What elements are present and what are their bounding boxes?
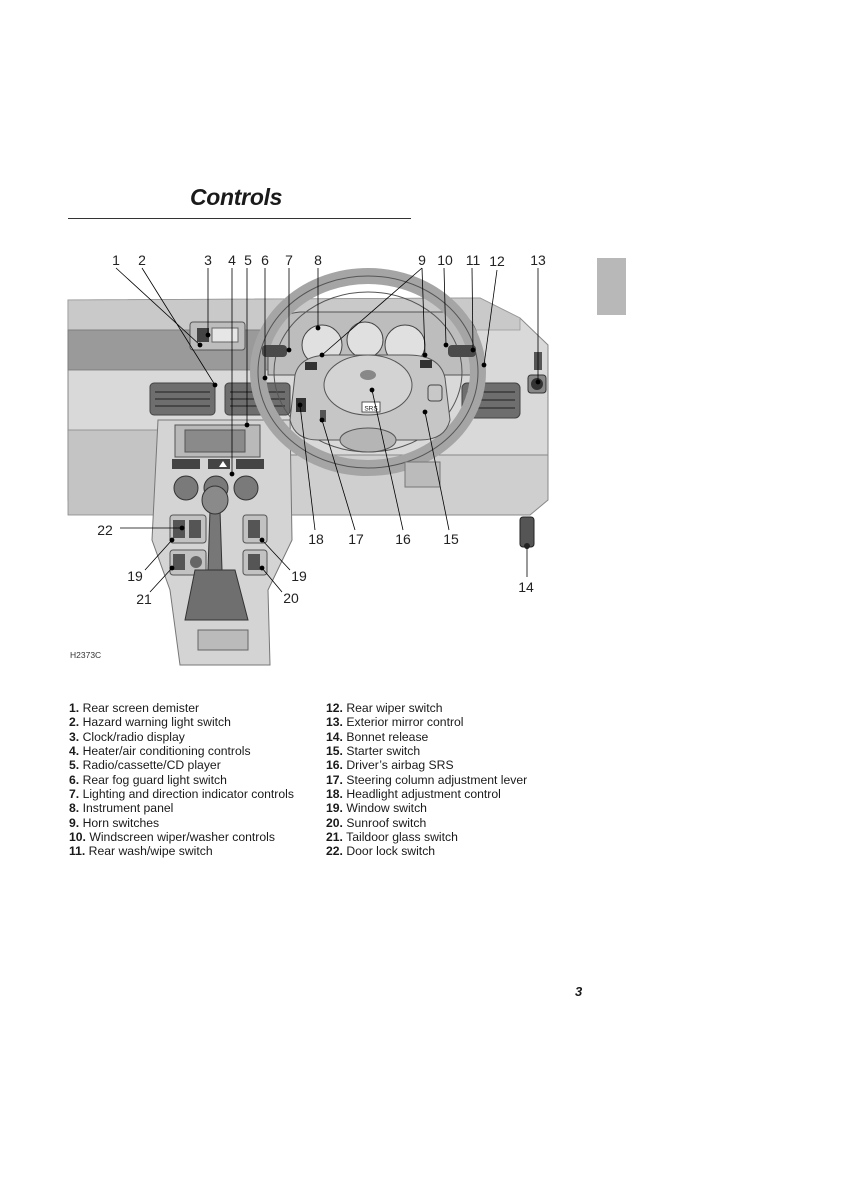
legend-item: 6. Rear fog guard light switch: [69, 772, 227, 787]
page-title: Controls: [190, 184, 283, 210]
callout-14: 14: [518, 579, 534, 595]
legend-left: 1. Rear screen demister 2. Hazard warnin…: [69, 701, 294, 859]
legend-item: 19. Window switch: [326, 801, 427, 816]
airbag-badge: SRS: [364, 406, 378, 413]
legend-item: 3. Clock/radio display: [69, 729, 185, 744]
right-stalk: [448, 345, 476, 357]
left-stalk: [262, 345, 287, 357]
callout-13: 13: [530, 252, 546, 268]
legend-item: 17. Steering column adjustment lever: [326, 772, 528, 787]
legend-item: 16. Driver’s airbag SRS: [326, 758, 454, 773]
legend-item: 11. Rear wash/wipe switch: [69, 844, 213, 859]
callout-3: 3: [204, 252, 212, 268]
legend-item: 13. Exterior mirror control: [326, 715, 464, 730]
callout-9: 9: [418, 252, 426, 268]
switch-row: [172, 459, 264, 469]
dash-right-lower: [404, 461, 441, 488]
leader-lines: [115, 267, 541, 593]
heater-knob-left: [173, 475, 199, 501]
callout-1: 1: [112, 252, 120, 268]
callout-22: 22: [97, 522, 113, 538]
gear-stick: [207, 509, 223, 571]
legend-item: 12. Rear wiper switch: [326, 701, 443, 715]
figure-code: H2373C: [70, 650, 102, 660]
legend-item: 15. Starter switch: [326, 744, 421, 759]
legend-right: 12. Rear wiper switch 13. Exterior mirro…: [326, 701, 527, 859]
legend-item: 8. Instrument panel: [69, 801, 174, 816]
page-number: 3: [575, 984, 583, 999]
callout-21: 21: [136, 591, 152, 607]
callout-6: 6: [261, 252, 269, 268]
legend-item: 14. Bonnet release: [326, 729, 429, 744]
legend-item: 20. Sunroof switch: [326, 815, 427, 830]
column-cover: [339, 427, 397, 453]
callout-4: 4: [228, 252, 236, 268]
callout-17: 17: [348, 531, 364, 547]
title-rule: [68, 218, 411, 219]
glovebox-area: [67, 429, 159, 516]
legend-item: 7. Lighting and direction indicator cont…: [69, 787, 294, 802]
callout-12: 12: [489, 253, 505, 269]
gear-knob: [201, 485, 229, 515]
airbag-badge-box: [361, 401, 381, 413]
heater-knob-right: [233, 475, 259, 501]
airbag-pad: [323, 354, 413, 416]
starter-key: [427, 384, 443, 402]
callout-8: 8: [314, 252, 322, 268]
bonnet-release-lever: [519, 516, 535, 548]
legend-item: 1. Rear screen demister: [69, 701, 200, 715]
callout-16: 16: [395, 531, 411, 547]
callout-7: 7: [285, 252, 293, 268]
legend-item: 21. Taildoor glass switch: [326, 830, 458, 845]
callout-2: 2: [138, 252, 146, 268]
legend-item: 18. Headlight adjustment control: [326, 787, 501, 802]
legend-item: 5. Radio/cassette/CD player: [69, 758, 221, 773]
callout-19-left: 19: [127, 568, 143, 584]
legend-item: 22. Door lock switch: [326, 844, 436, 859]
horn-right: [420, 360, 432, 368]
dashboard-diagram: SRS: [67, 252, 549, 666]
callout-18: 18: [308, 531, 324, 547]
callout-20: 20: [283, 590, 299, 606]
legend-item: 2. Hazard warning light switch: [69, 715, 231, 730]
callout-10: 10: [437, 252, 453, 268]
callout-15: 15: [443, 531, 459, 547]
gauge-center: [346, 321, 384, 359]
callout-11: 11: [466, 252, 481, 268]
legend-item: 9. Horn switches: [69, 815, 160, 830]
callout-19-right: 19: [291, 568, 307, 584]
legend-item: 10. Windscreen wiper/washer controls: [69, 830, 275, 845]
horn-left: [305, 362, 317, 370]
section-tab: [597, 258, 626, 315]
callout-5: 5: [244, 252, 252, 268]
legend-item: 4. Heater/air conditioning controls: [69, 744, 251, 759]
console-tray: [197, 629, 249, 651]
